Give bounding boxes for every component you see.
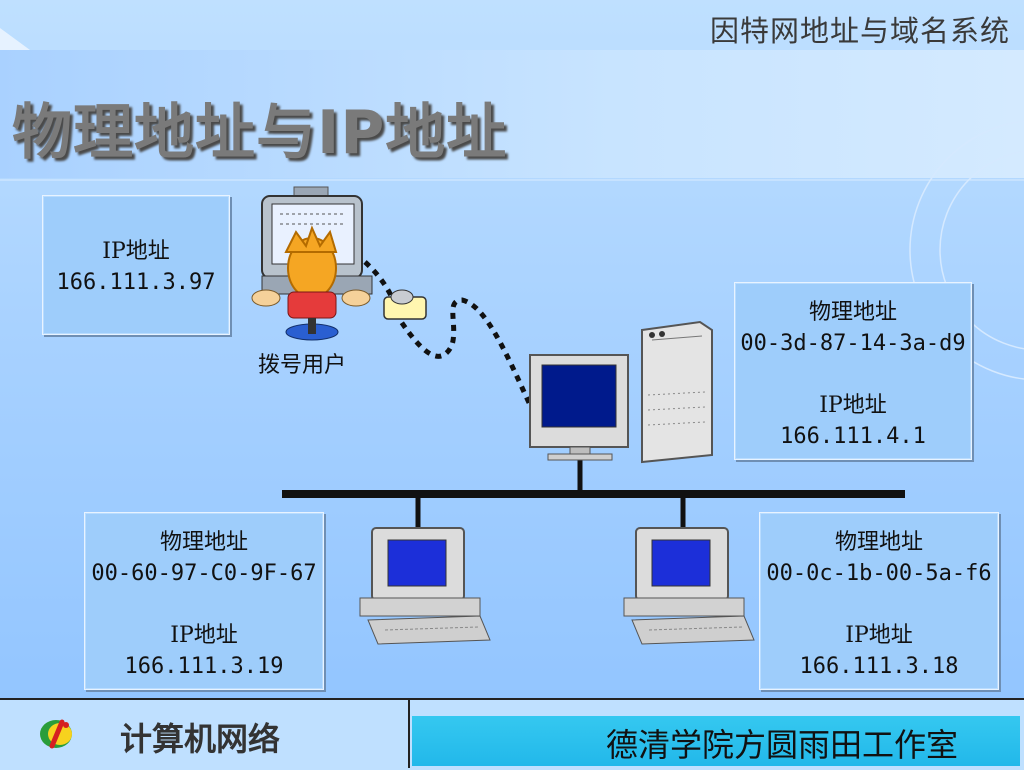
right-host-address-box: 物理地址 00-0c-1b-00-5a-f6 IP地址 166.111.3.18 [759,512,999,690]
right-host-ip-label: IP地址 [845,623,913,648]
right-host-ip-value: 166.111.3.18 [799,654,959,679]
footer-studio-panel: 德清学院方圆雨田工作室 [412,716,1020,766]
dialup-ip-label: IP地址 [102,239,170,264]
left-computer-icon [359,527,491,645]
dialup-user-label: 拨号用户 [258,353,347,378]
footer-course-title: 计算机网络 [120,720,281,758]
server-address-box: 物理地址 00-3d-87-14-3a-d9 IP地址 166.111.4.1 [734,282,972,460]
footer-course-panel: 计算机网络 [0,700,410,768]
left-host-mac-value: 00-60-97-C0-9F-67 [91,561,317,586]
header-band [0,50,1024,178]
mouse-icon [383,289,427,320]
dialup-connection [363,260,533,407]
right-computer-icon [623,527,755,645]
dialup-user-icon [251,186,373,341]
left-host-ip-value: 166.111.3.19 [124,654,284,679]
corner-triangle [0,28,30,50]
section-topic: 因特网地址与域名系统 [709,14,1010,48]
server-computer-icon [529,320,713,464]
footer-studio-name: 德清学院方圆雨田工作室 [605,726,958,764]
left-host-ip-label: IP地址 [170,623,238,648]
server-ip-value: 166.111.4.1 [780,424,926,449]
dialup-ip-value: 166.111.3.97 [56,270,216,295]
course-logo-icon [40,719,72,749]
dialup-address-box: IP地址 166.111.3.97 [42,195,230,335]
server-mac-label: 物理地址 [808,300,897,325]
page-title: 物理地址与IP地址 [12,98,508,168]
right-host-mac-label: 物理地址 [834,530,923,555]
right-host-mac-value: 00-0c-1b-00-5a-f6 [766,561,992,586]
left-host-mac-label: 物理地址 [159,530,248,555]
server-mac-value: 00-3d-87-14-3a-d9 [740,331,966,356]
server-ip-label: IP地址 [819,393,887,418]
left-host-address-box: 物理地址 00-60-97-C0-9F-67 IP地址 166.111.3.19 [84,512,324,690]
footer: 计算机网络 德清学院方圆雨田工作室 [0,698,1024,770]
